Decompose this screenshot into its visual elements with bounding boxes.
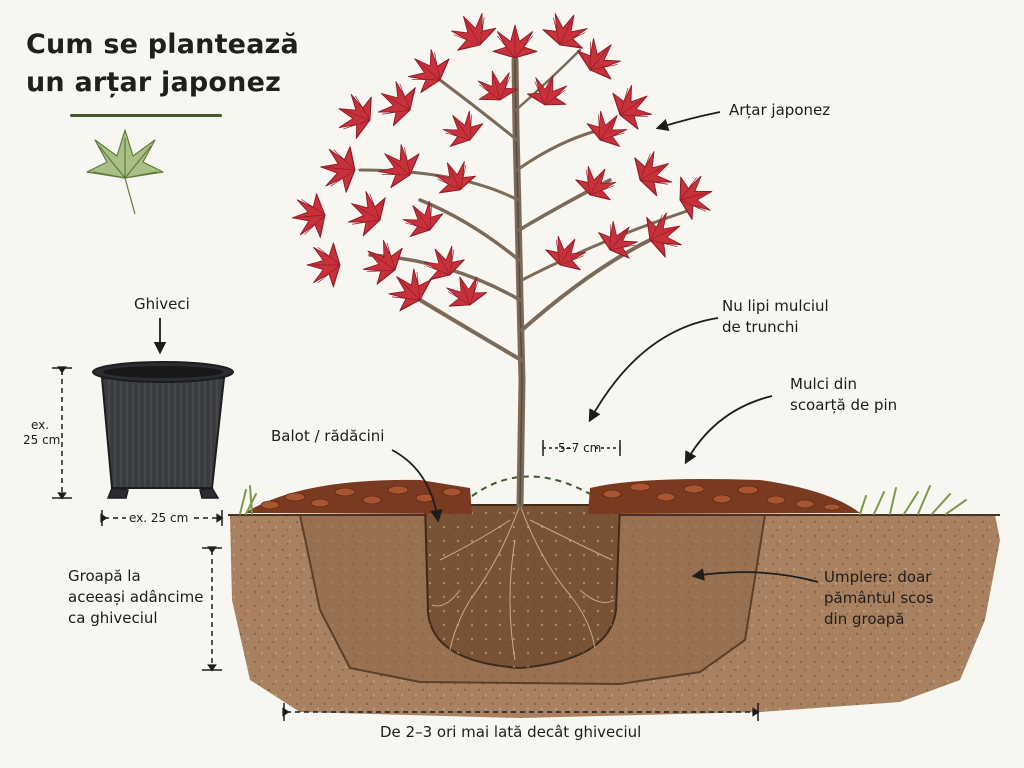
- maple-foliage: [289, 4, 719, 316]
- root-ball: [423, 504, 622, 670]
- label-tree: Arțar japonez: [729, 101, 831, 119]
- label-mulch-trunk: Nu lipi mulciul de trunchi: [722, 297, 829, 336]
- label-pot-height: ex. 25 cm: [23, 418, 61, 447]
- grass-tufts: [239, 485, 967, 515]
- title-line-2: un arțar japonez: [26, 67, 282, 98]
- label-trunk-gap: 5–7 cm: [558, 441, 602, 455]
- label-hole-depth: Groapă la aceeași adâncime ca ghiveciul: [68, 567, 204, 627]
- label-pot-width: ex. 25 cm: [126, 511, 192, 526]
- maple-leaf-icon: [86, 129, 164, 215]
- label-mulch: Mulci din scoarță de pin: [790, 375, 898, 414]
- label-pot: Ghiveci: [134, 295, 190, 313]
- label-backfill: Umplere: doar pământul scos din groapă: [824, 568, 934, 628]
- mulch-layer: [245, 475, 860, 514]
- label-rootball: Balot / rădăcini: [271, 427, 385, 445]
- annotation-arrows: [153, 111, 819, 583]
- pot-illustration: [92, 361, 234, 499]
- page-title: Cum se plantează un arțar japonez: [26, 26, 299, 102]
- title-underline: [70, 114, 222, 117]
- label-hole-width: De 2–3 ori mai lată decât ghiveciul: [380, 723, 642, 741]
- title-line-1: Cum se plantează: [26, 29, 299, 60]
- tree-trunk: [358, 48, 692, 509]
